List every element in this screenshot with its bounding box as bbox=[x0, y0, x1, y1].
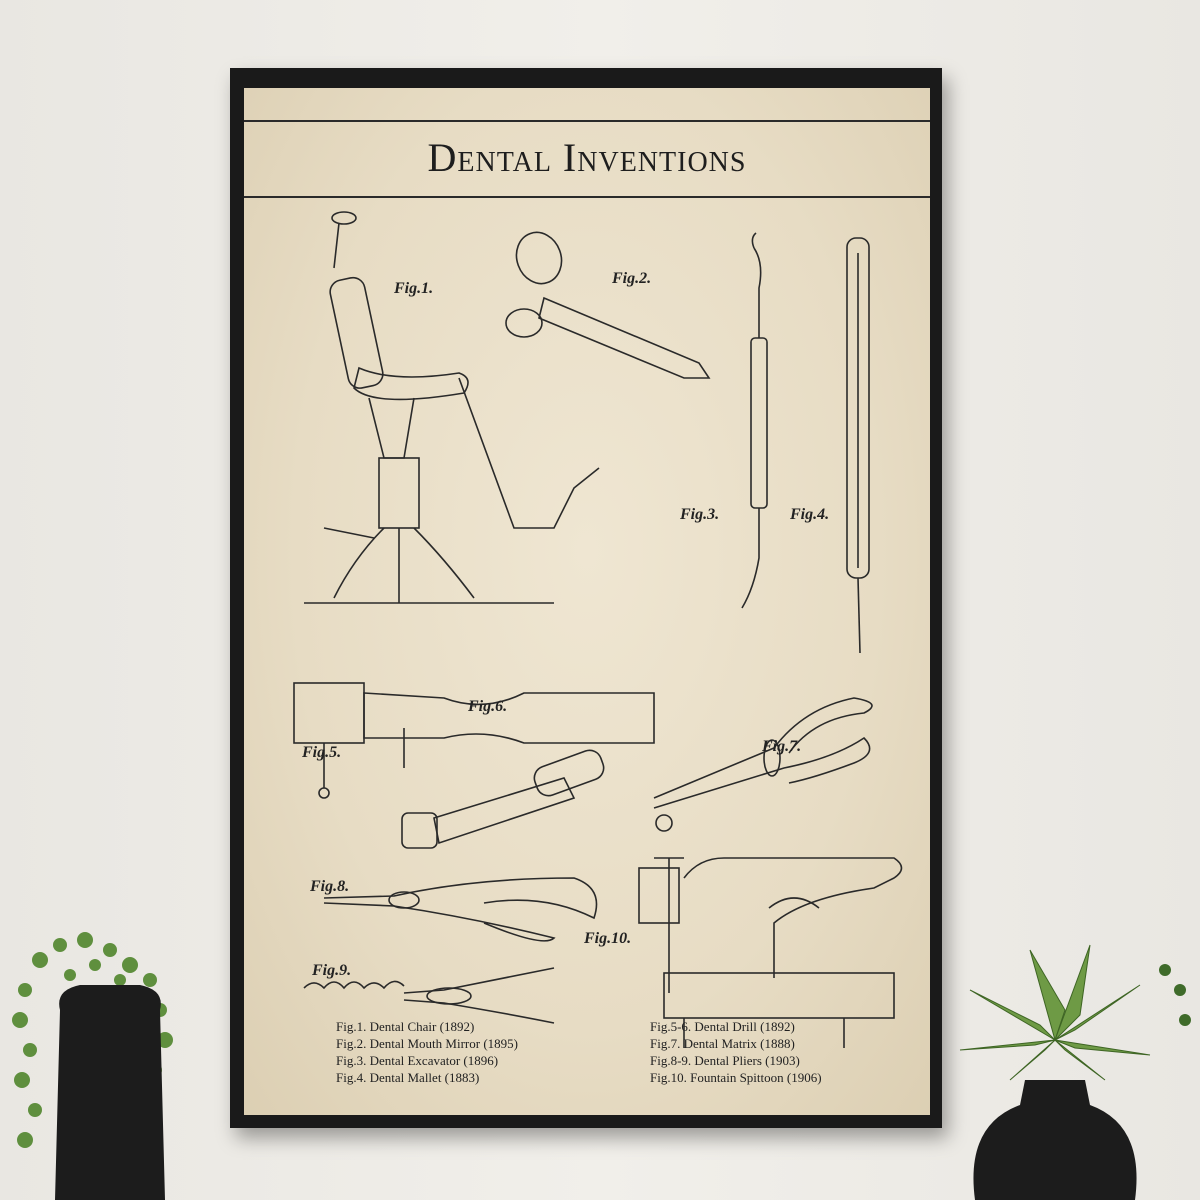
succulent-right bbox=[959, 944, 1191, 1200]
drill-head-drawing bbox=[401, 728, 605, 849]
drill-handpiece-drawing bbox=[293, 682, 655, 799]
legend-item: Fig.8-9. Dental Pliers (1903) bbox=[650, 1053, 800, 1068]
pliers-bottom-drawing bbox=[303, 967, 555, 1024]
mallet-drawing bbox=[846, 237, 870, 654]
mouth-mirror-drawing bbox=[505, 231, 711, 379]
poster-paper: Dental Inventions bbox=[244, 88, 930, 1115]
fig-label-4: Fig.4. bbox=[790, 506, 830, 523]
fig-label-9: Fig.9. bbox=[312, 962, 352, 979]
legend-item: Fig.3. Dental Excavator (1896) bbox=[336, 1053, 499, 1068]
legend-left: Fig.1. Dental Chair (1892) Fig.2. Dental… bbox=[336, 1018, 518, 1086]
legend-item: Fig.1. Dental Chair (1892) bbox=[336, 1019, 475, 1034]
legend-item: Fig.5-6. Dental Drill (1892) bbox=[650, 1019, 795, 1034]
fig-label-2: Fig.2. bbox=[612, 270, 652, 287]
legend-right: Fig.5-6. Dental Drill (1892) Fig.7. Dent… bbox=[650, 1018, 822, 1086]
fig-label-6: Fig.6. bbox=[468, 698, 508, 715]
legend-item: Fig.10. Fountain Spittoon (1906) bbox=[650, 1070, 822, 1085]
title-band: Dental Inventions bbox=[244, 120, 930, 198]
poster-title: Dental Inventions bbox=[427, 135, 747, 180]
fig-label-5: Fig.5. bbox=[302, 744, 342, 761]
dental-chair-drawing bbox=[304, 211, 600, 604]
legend-item: Fig.2. Dental Mouth Mirror (1895) bbox=[336, 1036, 518, 1051]
fig-label-8: Fig.8. bbox=[310, 878, 350, 895]
vase-left bbox=[55, 985, 165, 1200]
vase-right bbox=[973, 1080, 1137, 1200]
spittoon-drawing bbox=[638, 857, 903, 1048]
legend-item: Fig.4. Dental Mallet (1883) bbox=[336, 1070, 480, 1085]
legend-item: Fig.7. Dental Matrix (1888) bbox=[650, 1036, 795, 1051]
fig-label-7: Fig.7. bbox=[762, 738, 802, 755]
patent-drawings bbox=[293, 211, 903, 1048]
pliers-top-drawing bbox=[323, 877, 598, 942]
fig-label-1: Fig.1. bbox=[394, 280, 434, 297]
poster-frame: Dental Inventions bbox=[230, 68, 942, 1128]
fig-label-3: Fig.3. bbox=[680, 506, 720, 523]
matrix-drawing bbox=[653, 697, 873, 832]
fig-label-10: Fig.10. bbox=[584, 930, 632, 947]
hanging-plant-left bbox=[12, 932, 173, 1200]
excavator-drawing bbox=[741, 232, 768, 609]
